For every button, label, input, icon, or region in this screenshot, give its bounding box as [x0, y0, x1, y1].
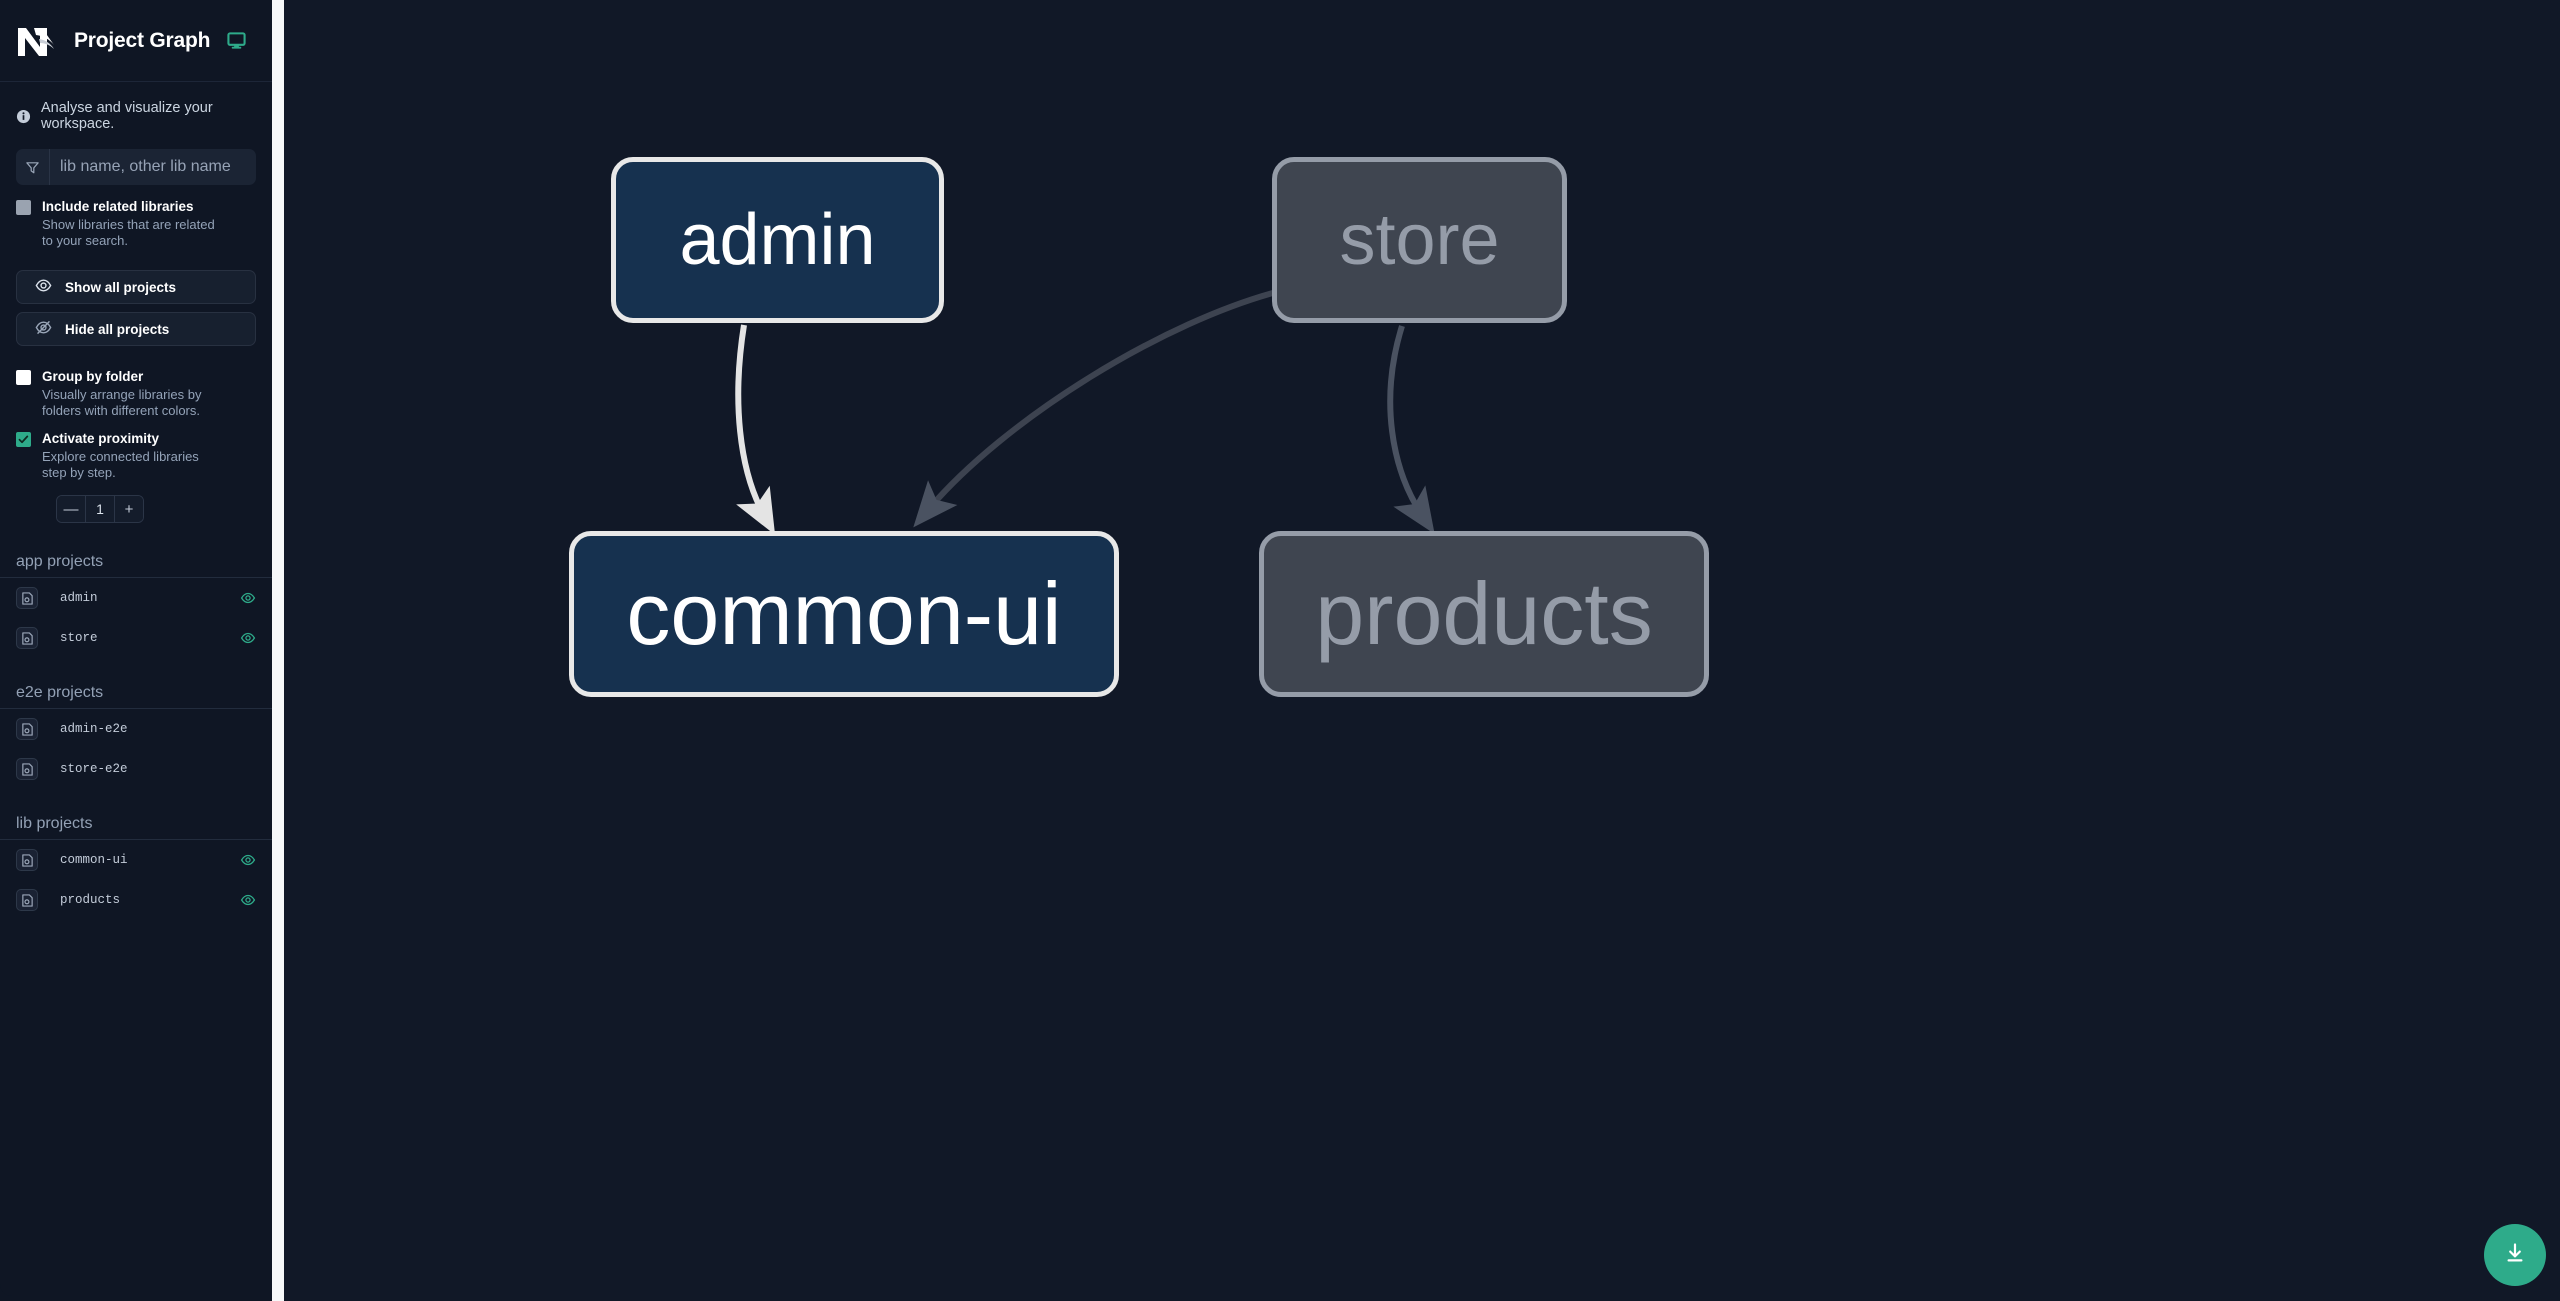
info-icon: [16, 109, 31, 124]
graph-edges-layer: [735, 287, 1435, 535]
project-file-icon: [16, 587, 38, 609]
project-name: common-ui: [60, 853, 128, 867]
graph-node-admin[interactable]: admin: [611, 157, 944, 323]
page-title: Project Graph: [74, 28, 211, 52]
graph-node-store[interactable]: store: [1272, 157, 1567, 323]
project-visibility-eye-icon[interactable]: [240, 590, 256, 606]
project-visibility-eye-icon[interactable]: [240, 630, 256, 646]
proximity-stepper[interactable]: — 1 +: [56, 495, 144, 523]
section-app-projects: app projects admin: [0, 553, 272, 658]
search-input[interactable]: [50, 149, 256, 185]
section-e2e-projects: e2e projects admin-e2e store-: [0, 684, 272, 789]
section-lib-projects: lib projects common-ui: [0, 815, 272, 920]
tagline-text: Analyse and visualize your workspace.: [41, 100, 213, 132]
option-description: Explore connected libraries step by step…: [42, 449, 199, 480]
checkbox-activate-proximity[interactable]: [16, 432, 31, 447]
project-file-icon: [16, 718, 38, 740]
download-icon: [2502, 1240, 2528, 1271]
sidebar-header: Project Graph: [0, 0, 272, 82]
nx-logo-icon: [16, 23, 56, 59]
hide-all-projects-label: Hide all projects: [65, 321, 170, 337]
project-row-admin[interactable]: admin: [0, 578, 272, 618]
project-row-store[interactable]: store: [0, 618, 272, 658]
edge-store-to-common-ui: [913, 287, 1285, 528]
project-graph-canvas[interactable]: admin store common-ui products: [284, 0, 2560, 1301]
download-image-button[interactable]: [2484, 1224, 2546, 1286]
show-all-projects-button[interactable]: Show all projects: [16, 270, 256, 304]
show-all-projects-label: Show all projects: [65, 279, 177, 295]
project-name: admin-e2e: [60, 722, 128, 736]
project-row-admin-e2e[interactable]: admin-e2e: [0, 709, 272, 749]
hide-all-projects-button[interactable]: Hide all projects: [16, 312, 256, 346]
project-name: store-e2e: [60, 762, 128, 776]
option-title: Group by folder: [42, 369, 144, 384]
sidebar-panel: Project Graph Analyse and visualize your…: [0, 0, 272, 1296]
eye-off-icon: [35, 319, 52, 339]
option-description: Show libraries that are related to your …: [42, 217, 215, 248]
project-file-icon: [16, 627, 38, 649]
option-description: Visually arrange libraries by folders wi…: [42, 387, 202, 418]
filter-funnel-icon: [16, 149, 50, 185]
proximity-increment-button[interactable]: +: [114, 496, 143, 522]
section-heading: app projects: [0, 553, 272, 578]
project-name: admin: [60, 591, 98, 605]
monitor-icon[interactable]: [227, 31, 246, 50]
project-visibility-eye-icon[interactable]: [240, 852, 256, 868]
option-group-by-folder[interactable]: Group by folder Visually arrange librari…: [0, 346, 272, 419]
graph-node-label: products: [1315, 564, 1653, 663]
project-visibility-eye-icon[interactable]: [240, 892, 256, 908]
project-name: products: [60, 893, 121, 907]
section-heading: lib projects: [0, 815, 272, 840]
project-row-store-e2e[interactable]: store-e2e: [0, 749, 272, 789]
graph-node-label: store: [1339, 200, 1500, 280]
search-area: [0, 146, 272, 185]
tagline-row: Analyse and visualize your workspace.: [0, 82, 272, 146]
sidebar-resize-handle[interactable]: [272, 0, 284, 1301]
option-activate-proximity[interactable]: Activate proximity Explore connected lib…: [0, 419, 272, 481]
proximity-decrement-button[interactable]: —: [57, 496, 85, 522]
project-file-icon: [16, 849, 38, 871]
option-title: Include related libraries: [42, 199, 194, 214]
option-include-related-libraries[interactable]: Include related libraries Show libraries…: [0, 185, 272, 249]
project-row-common-ui[interactable]: common-ui: [0, 840, 272, 880]
graph-node-common-ui[interactable]: common-ui: [569, 531, 1119, 697]
project-file-icon: [16, 758, 38, 780]
proximity-value: 1: [85, 496, 114, 522]
project-row-products[interactable]: products: [0, 880, 272, 920]
eye-icon: [35, 277, 52, 297]
checkbox-group-by-folder[interactable]: [16, 370, 31, 385]
search-box[interactable]: [16, 149, 256, 185]
section-heading: e2e projects: [0, 684, 272, 709]
project-name: store: [60, 631, 98, 645]
graph-node-label: admin: [679, 200, 876, 280]
graph-node-products[interactable]: products: [1259, 531, 1709, 697]
edge-store-to-products: [1387, 325, 1435, 534]
edge-admin-to-common-ui: [735, 324, 776, 535]
project-file-icon: [16, 889, 38, 911]
checkbox-include-related-libraries[interactable]: [16, 200, 31, 215]
option-title: Activate proximity: [42, 431, 160, 446]
graph-node-label: common-ui: [626, 564, 1062, 663]
